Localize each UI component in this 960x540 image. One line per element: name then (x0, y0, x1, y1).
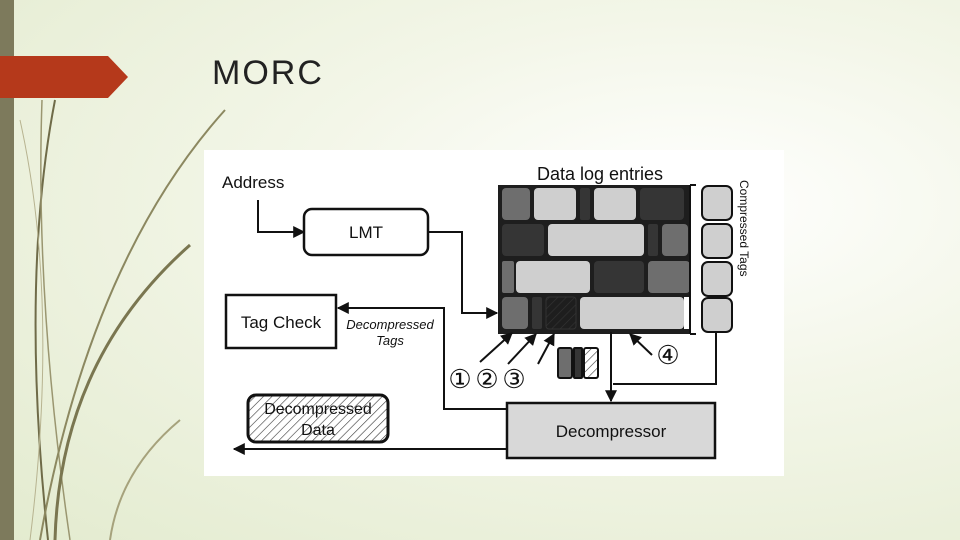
decompressor-label: Decompressor (556, 422, 667, 441)
address-label: Address (222, 173, 284, 192)
morc-diagram: Address LMT Data log entries (204, 150, 784, 476)
decompressor-box: Decompressor (505, 401, 717, 460)
compressed-tags-column (701, 185, 733, 333)
data-log-grid (498, 185, 690, 334)
left-accent-bar (0, 0, 14, 540)
decompressed-data-box: Decompressed Data (246, 393, 390, 444)
flow-arrows (232, 200, 717, 455)
lmt-label: LMT (349, 223, 383, 242)
decompressed-tags-label-1: Decompressed (346, 317, 434, 332)
compressed-tags-label: Compressed Tags (737, 180, 751, 277)
title-accent-arrow (0, 56, 128, 98)
extracted-blocks (557, 347, 599, 379)
lmt-box: LMT (302, 207, 430, 257)
marker-2: ② (475, 364, 498, 394)
marker-3: ③ (502, 364, 525, 394)
marker-1: ① (448, 364, 471, 394)
tag-check-label: Tag Check (241, 313, 322, 332)
tag-check-box: Tag Check (224, 293, 338, 350)
decompressed-data-label-2: Data (301, 422, 335, 439)
slide-title: MORC (212, 54, 324, 92)
marker-4: ④ (656, 340, 679, 370)
data-log-title: Data log entries (537, 164, 663, 184)
decompressed-data-label-1: Decompressed (264, 401, 372, 418)
decompressed-tags-label-2: Tags (376, 333, 404, 348)
